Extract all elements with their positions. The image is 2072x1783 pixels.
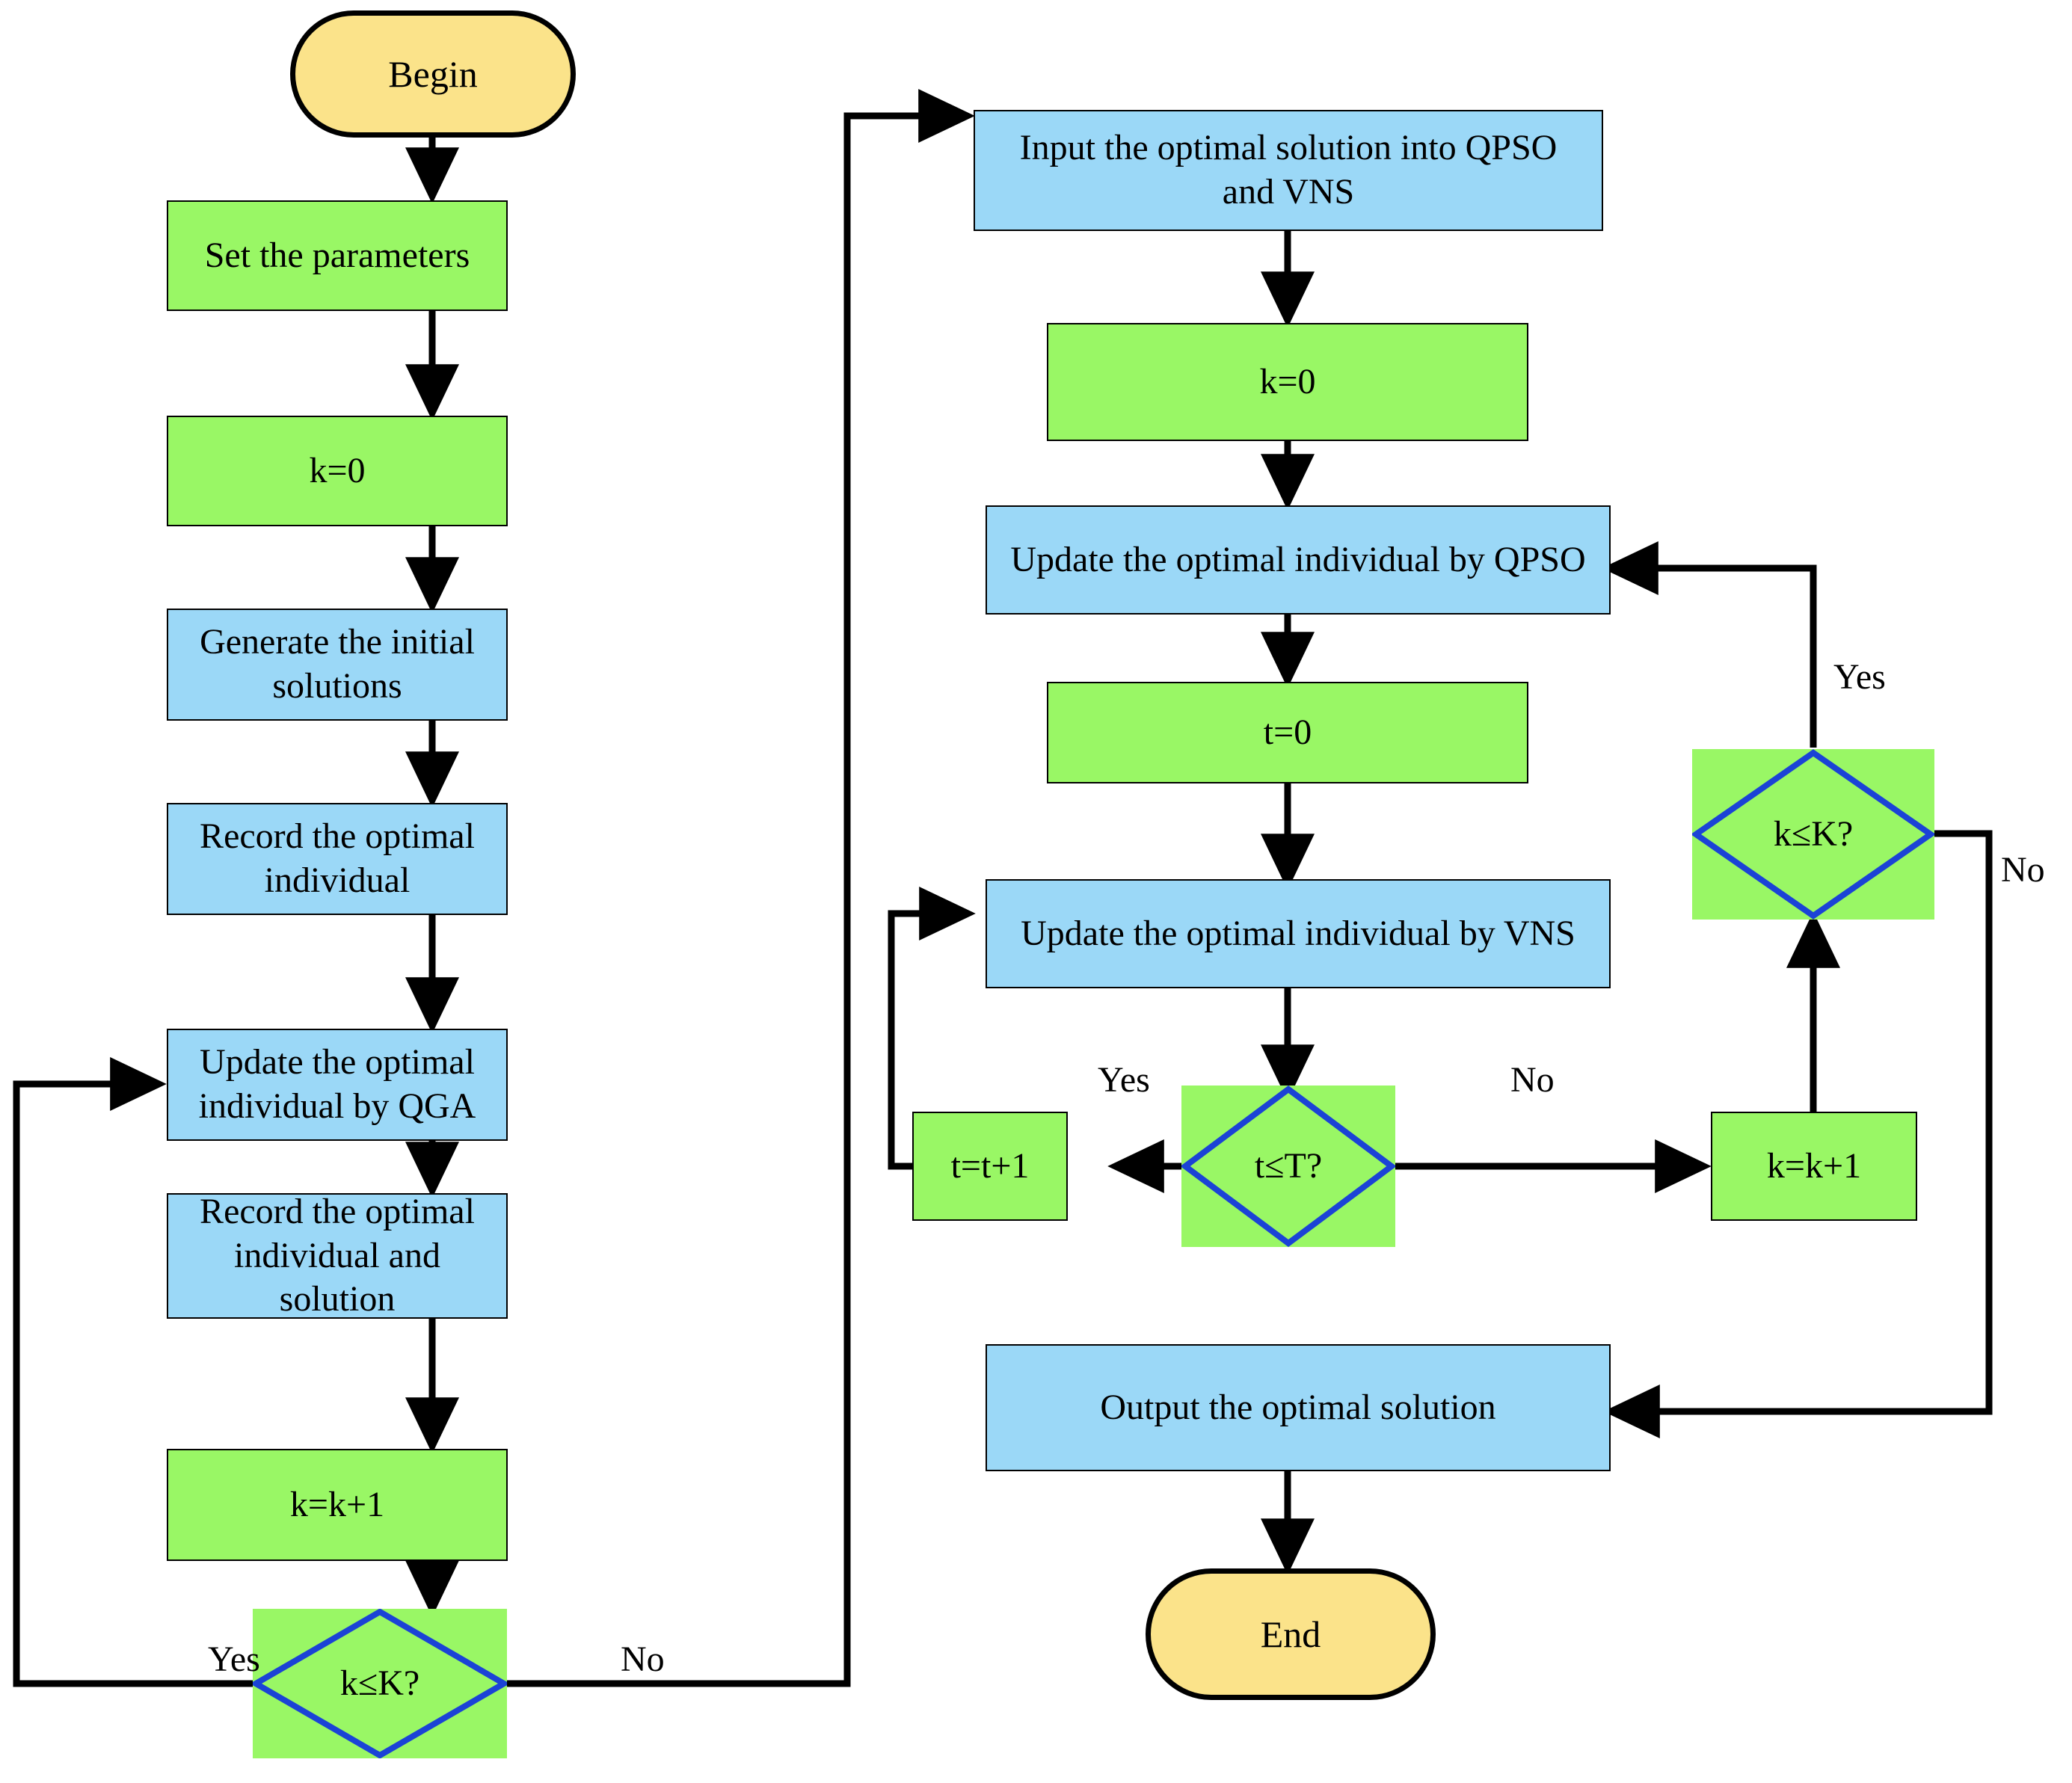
node-record-optimal-individual-label: Record the optimal individual (200, 816, 475, 900)
node-decision-k-le-K-right-label: k≤K? (1773, 813, 1854, 854)
decision-shape-t (1181, 1085, 1395, 1247)
node-decision-t-le-T: t≤T? (1181, 1085, 1395, 1247)
node-input-optimal-solution-label: Input the optimal solution into QPSO and… (1019, 128, 1558, 212)
node-update-by-vns: Update the optimal individual by VNS (986, 879, 1611, 988)
node-decision-k-le-K-left-label: k≤K? (339, 1663, 420, 1703)
node-record-optimal-individual: Record the optimal individual (167, 803, 508, 915)
node-end: End (1146, 1568, 1436, 1700)
node-record-individual-and-solution-label: Record the optimal individual and soluti… (200, 1192, 475, 1319)
node-begin-label: Begin (388, 52, 478, 95)
edge-label-t-no: No (1510, 1060, 1555, 1100)
node-k-increment-left-label: k=k+1 (289, 1484, 385, 1524)
edge-label-kr-yes: Yes (1833, 657, 1886, 697)
node-t-zero-label: t=0 (1263, 712, 1312, 752)
node-update-by-qga: Update the optimal individual by QGA (167, 1029, 508, 1141)
node-t-increment: t=t+1 (912, 1112, 1068, 1221)
node-record-individual-and-solution: Record the optimal individual and soluti… (167, 1192, 508, 1319)
edge-label-left-yes: Yes (208, 1639, 260, 1679)
node-update-by-qga-label: Update the optimal individual by QGA (198, 1042, 476, 1126)
node-decision-k-le-K-right: k≤K? (1692, 749, 1934, 920)
node-output-optimal-solution: Output the optimal solution (986, 1344, 1611, 1471)
node-k-increment-left: k=k+1 (167, 1449, 508, 1561)
edge-label-kr-no: No (2001, 850, 2045, 890)
node-k-increment-right: k=k+1 (1711, 1112, 1917, 1221)
node-generate-initial-solutions: Generate the initial solutions (167, 609, 508, 721)
node-update-by-vns-label: Update the optimal individual by VNS (1021, 913, 1575, 953)
node-t-increment-label: t=t+1 (950, 1145, 1030, 1186)
node-k-zero-right: k=0 (1047, 323, 1528, 441)
node-k-zero-right-label: k=0 (1259, 361, 1316, 401)
node-t-zero: t=0 (1047, 682, 1528, 783)
node-output-optimal-solution-label: Output the optimal solution (1100, 1387, 1496, 1427)
edge-label-left-no: No (621, 1639, 665, 1679)
node-generate-initial-solutions-label: Generate the initial solutions (200, 622, 475, 706)
node-k-zero-left-label: k=0 (309, 450, 366, 490)
node-k-zero-left: k=0 (167, 416, 508, 526)
node-decision-k-le-K-left: k≤K? (253, 1609, 507, 1758)
decision-shape-left (253, 1609, 507, 1758)
node-update-by-qpso-label: Update the optimal individual by QPSO (1010, 539, 1586, 579)
node-end-label: End (1260, 1613, 1321, 1655)
node-set-parameters: Set the parameters (167, 200, 508, 311)
node-input-optimal-solution: Input the optimal solution into QPSO and… (974, 110, 1603, 231)
node-begin: Begin (290, 10, 576, 138)
node-update-by-qpso: Update the optimal individual by QPSO (986, 505, 1611, 615)
node-decision-t-le-T-label: t≤T? (1254, 1145, 1323, 1186)
node-k-increment-right-label: k=k+1 (1766, 1145, 1862, 1186)
node-set-parameters-label: Set the parameters (204, 235, 470, 275)
edge-label-t-yes: Yes (1098, 1060, 1150, 1100)
